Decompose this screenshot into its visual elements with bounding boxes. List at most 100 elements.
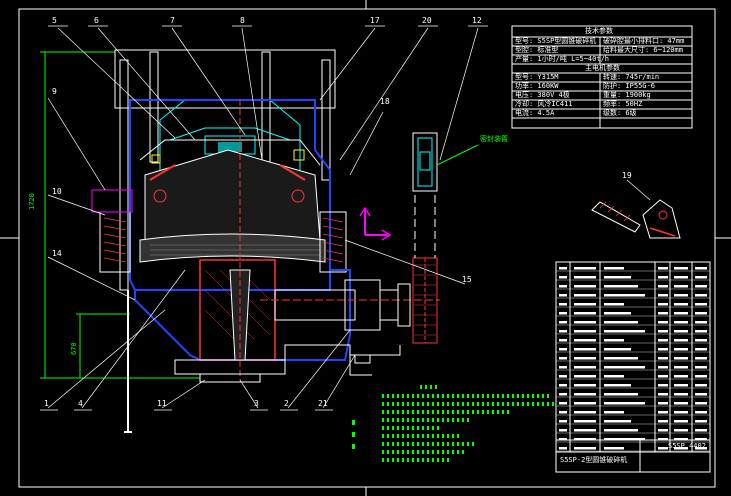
note-text-stroke (452, 450, 454, 454)
note-text-stroke (482, 402, 484, 406)
parts-row-text-stroke (559, 429, 567, 432)
parts-row-text-stroke (658, 393, 668, 396)
part-label-8: 8 (240, 16, 245, 25)
note-text-stroke (457, 394, 459, 398)
note-text-stroke (492, 394, 494, 398)
note-text-stroke (487, 402, 489, 406)
parts-row-text-stroke (658, 285, 668, 288)
note-text-stroke (417, 394, 419, 398)
parts-list-rows (556, 267, 710, 452)
note-text-stroke (387, 394, 389, 398)
note-text-stroke (467, 410, 469, 414)
note-text-stroke (547, 402, 549, 406)
parts-row-text-stroke (559, 402, 567, 405)
parts-row-text-stroke (674, 384, 688, 387)
note-text-stroke (392, 394, 394, 398)
note-text-stroke (402, 434, 404, 438)
parts-row-text-stroke (574, 402, 596, 405)
parts-row-text-stroke (574, 420, 596, 423)
note-text-stroke (517, 402, 519, 406)
note-text-stroke (477, 410, 479, 414)
parts-row-text-stroke (574, 339, 596, 342)
parts-row-text-stroke (658, 303, 668, 306)
note-text-stroke (497, 402, 499, 406)
note-text-stroke (387, 458, 389, 462)
note-text-stroke (442, 434, 444, 438)
note-text-stroke (387, 410, 389, 414)
part-label-21: 21 (318, 399, 328, 408)
note-text-stroke (447, 410, 449, 414)
note-text-stroke (392, 450, 394, 454)
note-text-stroke (542, 402, 544, 406)
note-text-stroke (412, 394, 414, 398)
spec-table-header: 技术参数 (585, 27, 613, 35)
parts-row-text-stroke (559, 330, 567, 333)
parts-row-text-stroke (604, 321, 638, 324)
note-text-stroke (435, 385, 437, 389)
note-text-stroke (382, 458, 384, 462)
spec-table-frame (511, 25, 693, 129)
note-text-stroke (382, 450, 384, 454)
note-text-stroke (422, 394, 424, 398)
note-text-stroke (447, 402, 449, 406)
note-text-stroke (537, 402, 539, 406)
note-text-stroke (517, 394, 519, 398)
note-text-stroke (502, 410, 504, 414)
part-label-11: 11 (157, 399, 167, 408)
parts-row-text-stroke (604, 339, 624, 342)
note-text-stroke (412, 402, 414, 406)
note-text-stroke (352, 420, 355, 425)
parts-row-text-stroke (604, 429, 638, 432)
parts-row-text-stroke (674, 267, 688, 270)
note-text-stroke (482, 394, 484, 398)
parts-row-text-stroke (658, 357, 668, 360)
parts-row-text-stroke (574, 384, 596, 387)
parts-row-text-stroke (674, 447, 688, 450)
spec-row-1-right: 破碎腔最小排料口: 47mm (603, 37, 685, 45)
note-text-stroke (412, 442, 414, 446)
parts-row-text-stroke (559, 267, 567, 270)
part-label-2: 2 (284, 399, 289, 408)
note-text-stroke (402, 402, 404, 406)
note-text-stroke (452, 442, 454, 446)
note-text-stroke (412, 410, 414, 414)
parts-row-text-stroke (604, 375, 624, 378)
parts-row-text-stroke (695, 429, 707, 432)
note-text-stroke (487, 394, 489, 398)
note-text-stroke (472, 402, 474, 406)
motor-row-2-left: 功率: 160KW (515, 82, 559, 90)
parts-row-text-stroke (604, 402, 645, 405)
parts-row-text-stroke (695, 411, 707, 414)
note-text-stroke (382, 426, 384, 430)
part-label-10: 10 (52, 187, 62, 196)
parts-row-text-stroke (695, 357, 707, 360)
note-text-stroke (417, 402, 419, 406)
note-text-stroke (442, 458, 444, 462)
spec-row-2-right: 给料最大尺寸: 6~120mm (603, 46, 683, 54)
note-text-stroke (457, 442, 459, 446)
note-text-stroke (462, 394, 464, 398)
note-text-stroke (512, 394, 514, 398)
part-label-19: 19 (622, 171, 632, 180)
seal-callout: 密封装置 (480, 135, 508, 143)
parts-row-text-stroke (574, 294, 596, 297)
note-text-stroke (427, 458, 429, 462)
note-text-stroke (397, 434, 399, 438)
title-block-name: S5SP-2型圆锥破碎机 (560, 456, 628, 464)
part-label-15: 15 (462, 275, 472, 284)
note-text-stroke (382, 434, 384, 438)
note-text-stroke (392, 426, 394, 430)
note-text-stroke (382, 418, 384, 422)
part-label-5: 5 (52, 16, 57, 25)
parts-row-text-stroke (695, 294, 707, 297)
note-text-stroke (537, 394, 539, 398)
note-text-stroke (522, 394, 524, 398)
parts-row-text-stroke (695, 276, 707, 279)
note-text-stroke (392, 458, 394, 462)
note-text-stroke (397, 458, 399, 462)
note-text-stroke (432, 442, 434, 446)
parts-row-text-stroke (658, 339, 668, 342)
note-text-stroke (457, 418, 459, 422)
parts-row-text-stroke (674, 393, 688, 396)
parts-row-text-stroke (674, 438, 688, 441)
